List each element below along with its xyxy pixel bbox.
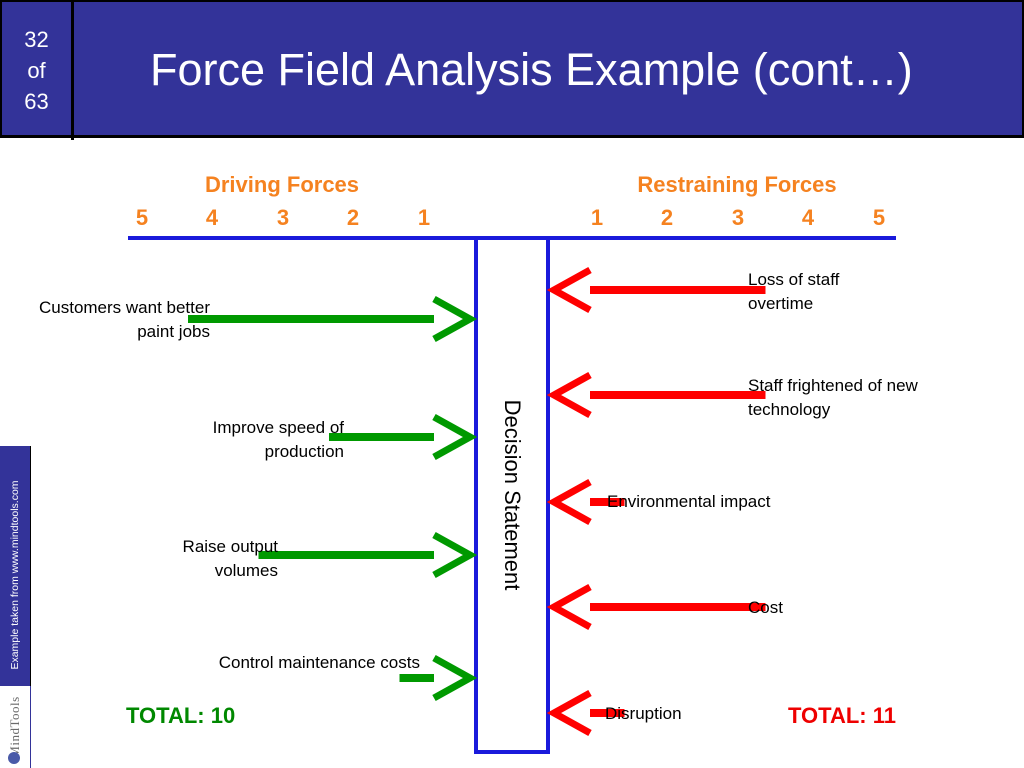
driving-scale-2: 2 bbox=[346, 205, 360, 230]
restraining-force-label: Disruption bbox=[605, 704, 682, 723]
restraining-force-label: Loss of staff overtime bbox=[748, 270, 840, 313]
slide-of: of bbox=[27, 58, 46, 83]
restraining-arrow-head bbox=[546, 266, 592, 314]
driving-scale-1: 1 bbox=[417, 205, 431, 230]
driving-arrow-head bbox=[432, 413, 478, 461]
driving-scale-4: 4 bbox=[205, 205, 219, 230]
restraining-scale-3: 3 bbox=[731, 205, 745, 230]
restraining-force-label: Environmental impact bbox=[607, 492, 771, 511]
driving-force-label: Customers want better paint jobs bbox=[38, 298, 210, 341]
driving-arrow-head bbox=[432, 654, 478, 702]
driving-scale-5: 5 bbox=[135, 205, 149, 230]
restraining-forces-heading: Restraining Forces bbox=[637, 172, 837, 197]
slide-current: 32 bbox=[24, 27, 49, 52]
driving-force-label: Raise output volumes bbox=[182, 537, 278, 580]
logo-mark-icon bbox=[8, 752, 20, 764]
restraining-scale-1: 1 bbox=[590, 205, 604, 230]
driving-arrows-group bbox=[188, 295, 478, 702]
driving-force-label: Control maintenance costs bbox=[218, 653, 420, 672]
restraining-scale-2: 2 bbox=[660, 205, 674, 230]
driving-scale-3: 3 bbox=[276, 205, 290, 230]
driving-force-label: Improve speed of production bbox=[212, 418, 344, 461]
restraining-scale-4: 4 bbox=[801, 205, 815, 230]
restraining-force-label: Staff frightened of new technology bbox=[748, 376, 918, 419]
restraining-arrow-head bbox=[546, 689, 592, 737]
restraining-total: TOTAL: 11 bbox=[788, 703, 896, 728]
driving-forces-heading: Driving Forces bbox=[204, 172, 360, 197]
driving-arrow-head bbox=[432, 295, 478, 343]
slide-number: 32 of 63 bbox=[2, 2, 74, 140]
driving-arrow-head bbox=[432, 531, 478, 579]
restraining-arrow-head bbox=[546, 371, 592, 419]
restraining-force-label: Cost bbox=[748, 598, 783, 617]
slide-title: Force Field Analysis Example (cont…) bbox=[150, 44, 913, 95]
driving-total: TOTAL: 10 bbox=[126, 703, 236, 728]
decision-box bbox=[474, 236, 550, 754]
restraining-arrow-head bbox=[546, 583, 592, 631]
restraining-scale-5: 5 bbox=[872, 205, 886, 230]
restraining-arrows-group bbox=[546, 266, 766, 737]
restraining-arrow-head bbox=[546, 478, 592, 526]
slide-header: 32 of 63 Force Field Analysis Example (c… bbox=[0, 0, 1024, 140]
slide-total: 63 bbox=[24, 89, 49, 114]
